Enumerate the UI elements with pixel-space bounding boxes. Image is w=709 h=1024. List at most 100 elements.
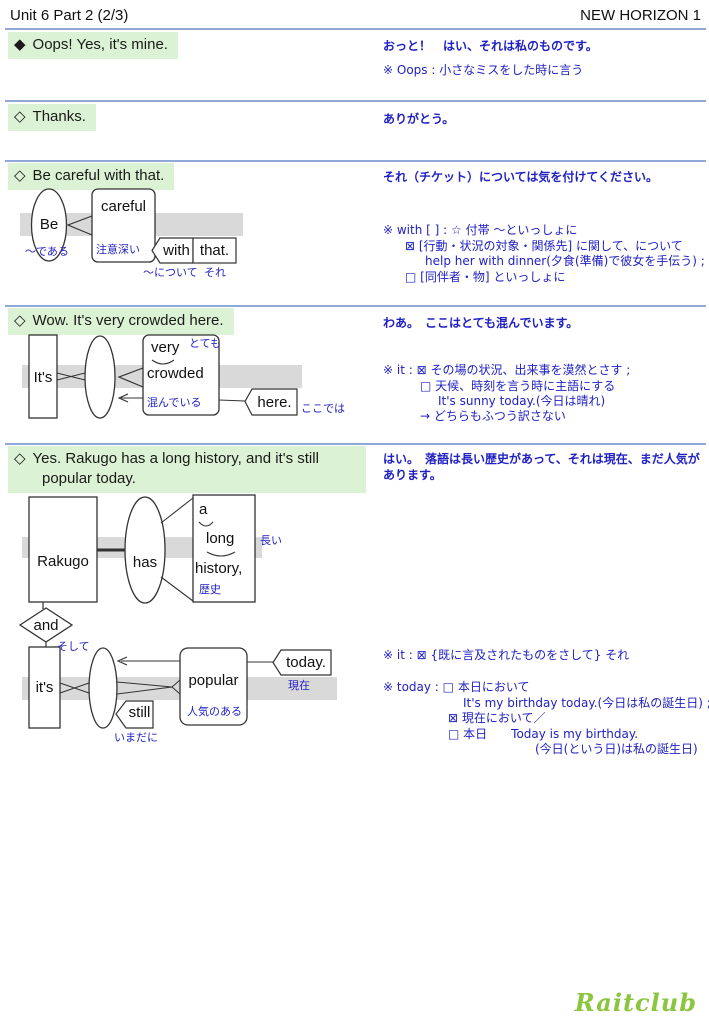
diamond-bullet-icon: ◇ — [14, 108, 26, 125]
underbrace — [151, 359, 175, 365]
gloss-that: それ — [204, 266, 226, 279]
word-a: a — [199, 501, 208, 518]
section-divider — [5, 100, 706, 102]
careful-box — [91, 188, 156, 263]
raitclub-logo: Raitclub — [574, 988, 697, 1017]
gloss-long: 長い — [260, 534, 282, 547]
note-it-rakugo: ※ it : ⊠ {既に言及されたものをさして} それ — [383, 648, 630, 662]
word-its: It's — [33, 369, 53, 386]
gloss-popular: 人気のある — [187, 705, 242, 718]
phrase-crowded: ◇ Wow. It's very crowded here. — [8, 308, 234, 335]
phrase-thanks: ◇ Thanks. — [8, 104, 96, 131]
note-with-2: ⊠ [行動・状況の対象・関係先] に関して、について — [405, 239, 683, 253]
bowtie-connector — [56, 372, 86, 381]
note-today-2: It's my birthday today.(今日は私の誕生日) ; — [463, 696, 709, 710]
diagram-be-careful: Be ～である careful 注意深い with ～について that. それ — [0, 185, 360, 285]
diamond-bullet-icon: ◆ — [14, 36, 26, 53]
bowtie-connector — [59, 682, 90, 694]
phrase-line-2: popular today. — [42, 470, 136, 487]
translation-be-careful: それ（チケット）については気を付けてください。 — [383, 170, 659, 184]
that-box — [192, 237, 237, 264]
word-today: today. — [286, 654, 326, 671]
diagram-shapes — [18, 494, 337, 729]
gloss-today: 現在 — [288, 679, 310, 692]
phrase-be-careful: ◇ Be careful with that. — [8, 163, 175, 190]
word-with: with — [163, 242, 190, 259]
arrow-to-verb — [116, 656, 180, 666]
gloss-here: ここでは — [301, 402, 345, 415]
diamond-bullet-icon: ◇ — [14, 450, 26, 467]
note-it-1: ※ it : ⊠ その場の状況、出来事を漠然とさす ; — [383, 363, 631, 377]
word-history: history, — [195, 560, 243, 577]
note-with-4: □ [同伴者・物] といっしょに — [405, 270, 566, 284]
note-it-4: → どちらもふつう訳さない — [420, 409, 566, 423]
phrase-text: Be careful with that. — [32, 167, 165, 184]
has-ellipse — [124, 496, 166, 604]
history-box — [192, 494, 256, 603]
note-today-5: (今日(という日)は私の誕生日) — [535, 742, 698, 756]
note-with-1: ※ with [ ] : ☆ 付帯 ～といっしょに — [383, 223, 578, 237]
diagram-shapes — [22, 334, 302, 419]
section-divider — [5, 443, 706, 445]
phrase-oops: ◆ Oops! Yes, it's mine. — [8, 32, 178, 59]
with-box — [151, 237, 194, 264]
gloss-careful: 注意深い — [96, 243, 140, 256]
note-today-1: ※ today : □ 本日において — [383, 680, 530, 694]
word-that: that. — [199, 242, 230, 259]
diamond-bullet-icon: ◇ — [14, 312, 26, 329]
and-diamond — [18, 607, 74, 643]
phrase-rakugo: ◇ Yes. Rakugo has a long history, and it'… — [8, 446, 366, 493]
word-has: has — [132, 554, 158, 571]
phrase-text: Thanks. — [32, 108, 86, 125]
diagram-its-crowded: It's very とても crowded 混んでいる here. ここでは — [0, 332, 360, 432]
gloss-with: ～について — [143, 266, 198, 279]
translation-crowded: わあ。 ここはとても混んでいます。 — [383, 316, 579, 330]
here-box — [244, 388, 298, 416]
word-popular: popular — [188, 672, 239, 689]
word-and: and — [33, 617, 59, 634]
gloss-crowded: 混んでいる — [147, 396, 202, 409]
chevron-connector — [116, 679, 181, 695]
arrow-to-verb — [117, 393, 143, 403]
word-its: it's — [35, 679, 54, 696]
gloss-history: 歴史 — [199, 583, 221, 596]
diagram-rakugo: Rakugo has a long 長い history, 歴史 and そして… — [0, 493, 360, 758]
diagram-shapes — [20, 188, 243, 264]
word-be: Be — [39, 216, 59, 233]
translation-rakugo: はい。 落語は長い歴史があって、それは現在、まだ人気があります。 — [383, 452, 700, 482]
its-box — [28, 646, 61, 729]
gloss-still: いまだに — [114, 731, 158, 744]
chevron-connector — [66, 215, 93, 236]
gloss-very: とても — [189, 337, 222, 350]
word-here: here. — [257, 394, 292, 411]
phrase-text: Oops! Yes, it's mine. — [32, 36, 168, 53]
crowded-box — [142, 334, 220, 416]
popular-box — [179, 647, 248, 726]
today-box — [272, 649, 332, 676]
chevron-connector — [117, 367, 144, 388]
underbrace — [198, 521, 214, 527]
section-divider — [5, 160, 706, 162]
underbrace — [206, 551, 236, 557]
phrase-text: Wow. It's very crowded here. — [32, 312, 224, 329]
phrase-line-1: ◇ Yes. Rakugo has a long history, and it'… — [14, 449, 356, 469]
phrase-text: Yes. Rakugo has a long history, and it's… — [32, 450, 319, 467]
diamond-bullet-icon: ◇ — [14, 167, 26, 184]
section-divider — [5, 305, 706, 307]
word-long: long — [206, 530, 235, 547]
word-very: very — [151, 339, 180, 356]
verb-ellipse — [88, 647, 118, 729]
gloss-and: そして — [57, 640, 90, 653]
gloss-be: ～である — [25, 245, 69, 258]
here-connector — [218, 399, 246, 402]
still-box — [115, 700, 154, 729]
word-rakugo: Rakugo — [37, 553, 89, 570]
its-box — [28, 334, 58, 419]
note-today-3: ⊠ 現在において／ — [448, 711, 546, 725]
note-it-2: □ 天候、時刻を言う時に主語にする — [420, 379, 616, 393]
translation-oops: おっと！ はい、それは私のものです。 — [383, 39, 598, 53]
cone-connector — [160, 497, 194, 602]
verb-ellipse — [84, 335, 116, 419]
word-crowded: crowded — [147, 365, 204, 382]
